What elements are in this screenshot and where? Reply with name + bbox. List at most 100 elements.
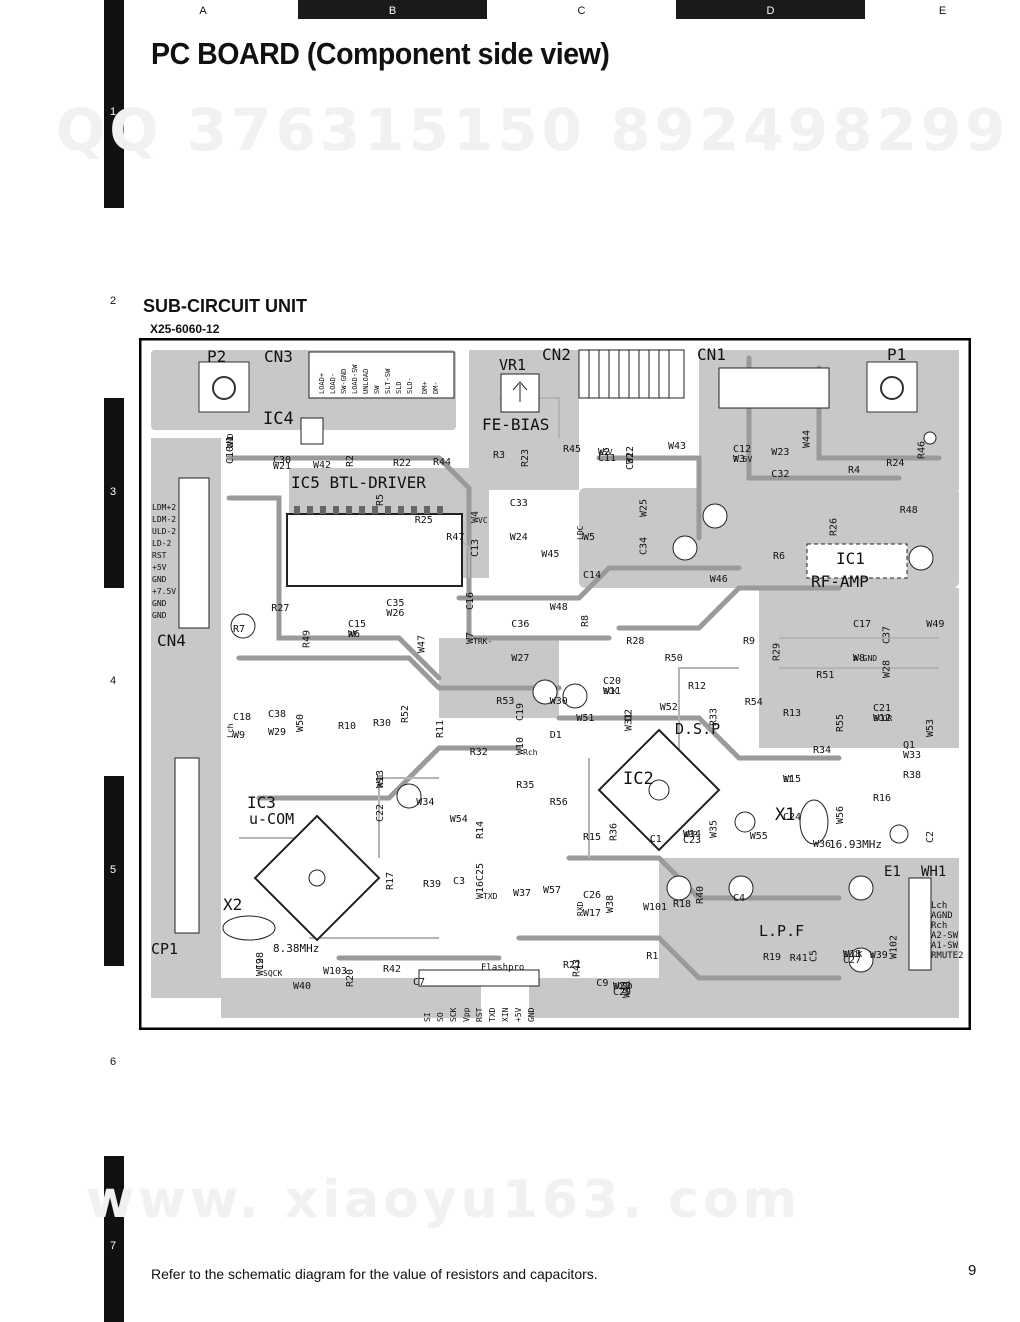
watermark-bottom: www. xiaoyu163. com bbox=[86, 1170, 801, 1230]
component-ref-w25: W25 bbox=[638, 499, 649, 517]
component-ref-r34: R34 bbox=[813, 745, 831, 756]
component-ref-c3: C3 bbox=[453, 876, 465, 887]
component-ref-w12: W12 bbox=[873, 713, 891, 724]
component-ref-r6: R6 bbox=[773, 551, 785, 562]
component-ref-w40: W40 bbox=[293, 981, 311, 992]
component-ref-w38: W38 bbox=[605, 895, 616, 913]
component-ref-r51: R51 bbox=[816, 670, 834, 681]
component-ref-r39: R39 bbox=[423, 879, 441, 890]
net-label: GND bbox=[226, 433, 235, 448]
net-label: +5V bbox=[598, 448, 613, 457]
component-ref-r28: R28 bbox=[626, 636, 644, 647]
component-ref-r41: R41 bbox=[790, 953, 808, 964]
cn3-pin-label: SLD bbox=[395, 381, 403, 394]
component-ref-r45: R45 bbox=[563, 444, 581, 455]
cn3-pin-label: LOAD- bbox=[329, 373, 337, 394]
label-ic4: IC4 bbox=[263, 409, 294, 429]
component-ref-w24: W24 bbox=[510, 532, 528, 543]
component-ref-r14: R14 bbox=[475, 821, 486, 839]
component-ref-w102: W102 bbox=[888, 935, 899, 959]
component-ref-w56: W56 bbox=[835, 806, 846, 824]
component-ref-w47: W47 bbox=[417, 635, 428, 653]
component-ref-w54: W54 bbox=[450, 814, 468, 825]
label-cn4: CN4 bbox=[157, 631, 186, 650]
net-label: SI bbox=[783, 775, 793, 784]
component-ref-r36: R36 bbox=[608, 823, 619, 841]
component-ref-r32: R32 bbox=[470, 747, 488, 758]
page-title: PC BOARD (Component side view) bbox=[151, 36, 610, 71]
flash-pin-label: TXD bbox=[488, 1007, 497, 1022]
rail-segment bbox=[104, 1156, 124, 1322]
cn3-connector bbox=[308, 351, 455, 399]
component-ref-r30: R30 bbox=[373, 718, 391, 729]
component-ref-c31: C31 bbox=[625, 452, 636, 470]
cn3-pin-label: DM- bbox=[432, 381, 440, 394]
component-ref-c26: C26 bbox=[583, 890, 601, 901]
component-ref-r40: R40 bbox=[695, 886, 706, 904]
label-x1-freq: 16.93MHz bbox=[829, 838, 882, 851]
component-ref-w53: W53 bbox=[925, 719, 936, 737]
component-ref-c17: C17 bbox=[853, 619, 871, 630]
component-ref-w50: W50 bbox=[295, 714, 306, 732]
p1-pad-block bbox=[866, 361, 918, 413]
component-ref-r20: R20 bbox=[345, 969, 356, 987]
component-ref-w21: W21 bbox=[273, 461, 291, 472]
component-ref-r1: R1 bbox=[646, 951, 658, 962]
cn3-pin-label: UNLOAD bbox=[362, 369, 370, 394]
component-ref-r11: R11 bbox=[435, 720, 446, 738]
component-ref-c36: C36 bbox=[511, 619, 529, 630]
component-ref-w10: W10 bbox=[515, 737, 526, 755]
flash-pin-label: SO bbox=[436, 1012, 445, 1022]
component-ref-w41: W41 bbox=[622, 980, 633, 998]
component-ref-w7: W7 bbox=[465, 632, 476, 644]
component-ref-w20: W20 bbox=[613, 981, 631, 992]
wh1-label: RMUTE2 bbox=[931, 951, 964, 961]
component-ref-c28: C28 bbox=[255, 952, 266, 970]
component-ref-r8: R8 bbox=[580, 615, 591, 627]
cn3-pin-label: SW bbox=[373, 385, 381, 394]
component-ref-r48: R48 bbox=[900, 505, 918, 516]
rail-segment bbox=[104, 588, 124, 776]
component-ref-w9: W9 bbox=[233, 730, 245, 741]
component-ref-c24: C24 bbox=[783, 812, 801, 823]
component-ref-c30: C30 bbox=[273, 455, 291, 466]
cn2-connector bbox=[578, 349, 685, 399]
row-label: 6 bbox=[110, 1056, 117, 1068]
component-ref-c27: C27 bbox=[843, 955, 861, 966]
cn3-pin-label: SW-GND bbox=[340, 369, 348, 394]
component-ref-c37: C37 bbox=[882, 626, 893, 644]
component-ref-r24: R24 bbox=[886, 458, 904, 469]
flashpro-connector bbox=[418, 969, 540, 987]
component-ref-w2: W2 bbox=[598, 447, 610, 458]
component-ref-r49: R49 bbox=[302, 630, 313, 648]
component-ref-q1: Q1 bbox=[903, 740, 915, 751]
component-ref-r13: R13 bbox=[783, 708, 801, 719]
label-cp1: CP1 bbox=[151, 940, 178, 958]
component-ref-c7: C7 bbox=[413, 977, 425, 988]
flash-pin-label: Vpp bbox=[462, 1007, 471, 1022]
cn4-label: RST bbox=[152, 551, 167, 560]
flash-pin-label: GND bbox=[527, 1007, 536, 1022]
corner-notch bbox=[104, 0, 124, 20]
component-ref-w13: W13 bbox=[375, 770, 386, 788]
column-label: E bbox=[938, 5, 947, 17]
row-label: 1 bbox=[110, 106, 117, 118]
component-ref-c22: C22 bbox=[375, 804, 386, 822]
label-ic2: IC2 bbox=[623, 769, 654, 789]
p2-pad-block bbox=[198, 361, 250, 413]
wh1-label: Rch bbox=[931, 921, 947, 931]
net-label: SCK bbox=[603, 687, 618, 696]
component-ref-c34: C34 bbox=[638, 537, 649, 555]
component-ref-w37: W37 bbox=[513, 888, 531, 899]
component-ref-r5: R5 bbox=[375, 494, 386, 506]
component-ref-c21: C21 bbox=[873, 703, 891, 714]
label-vr1: VR1 bbox=[499, 356, 526, 374]
component-ref-r25: R25 bbox=[415, 515, 433, 526]
pcb-traces bbox=[226, 355, 942, 981]
label-ic3: IC3 bbox=[247, 793, 276, 812]
net-label: Lch bbox=[226, 723, 235, 738]
net-label: SCOR bbox=[873, 714, 892, 723]
cn4-label: LDM+2 bbox=[152, 503, 176, 512]
component-ref-c35: C35 bbox=[386, 598, 404, 609]
